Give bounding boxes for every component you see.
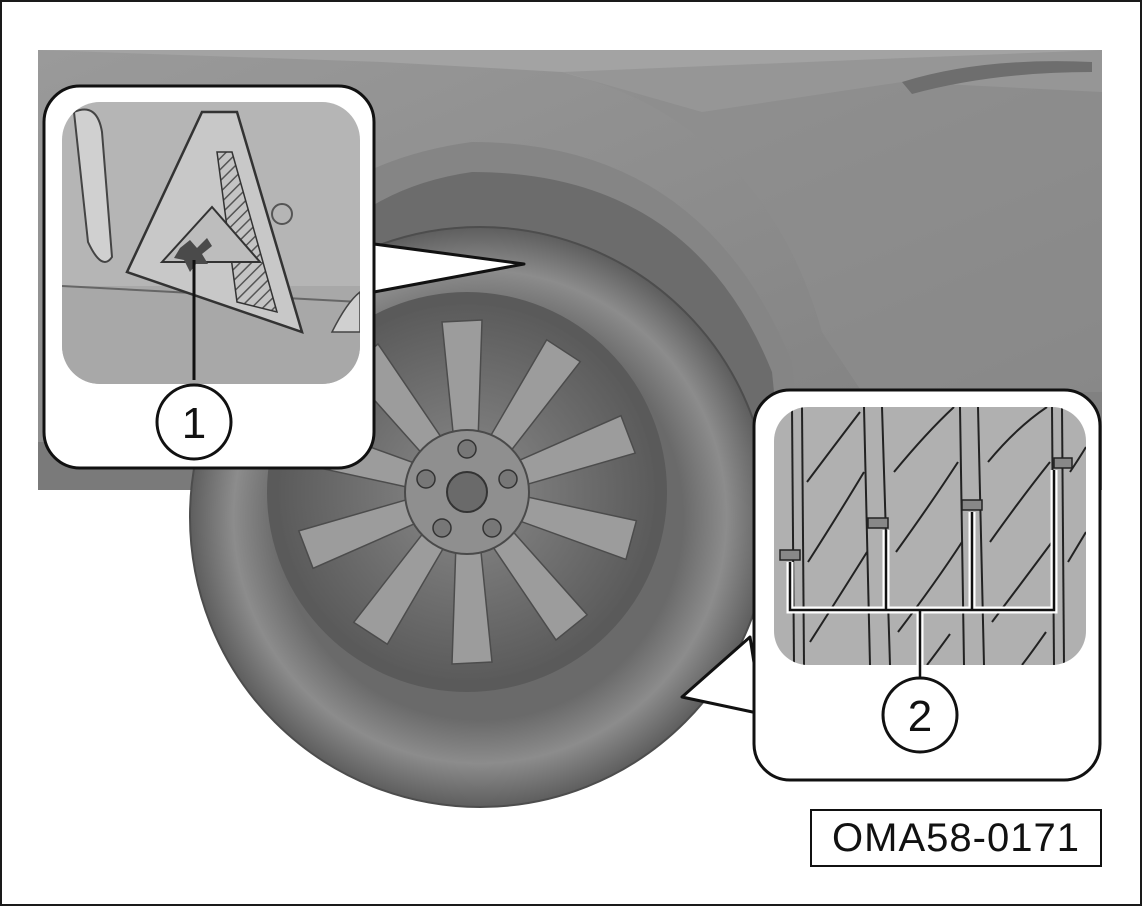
callout-1-circle — [155, 383, 233, 461]
callout-1-label: 1 — [182, 399, 206, 448]
figure-code: OMA58-0171 — [810, 809, 1102, 867]
callout-2-label: 2 — [908, 692, 932, 741]
callout-2-leader — [788, 470, 1056, 680]
inset-tread-wear: 2 — [680, 388, 1102, 782]
inset-jack-point: 1 — [42, 84, 526, 470]
jack-point-marker — [174, 238, 212, 272]
callout-2-circle — [881, 676, 959, 754]
tread-wear-indicators — [779, 457, 1073, 561]
